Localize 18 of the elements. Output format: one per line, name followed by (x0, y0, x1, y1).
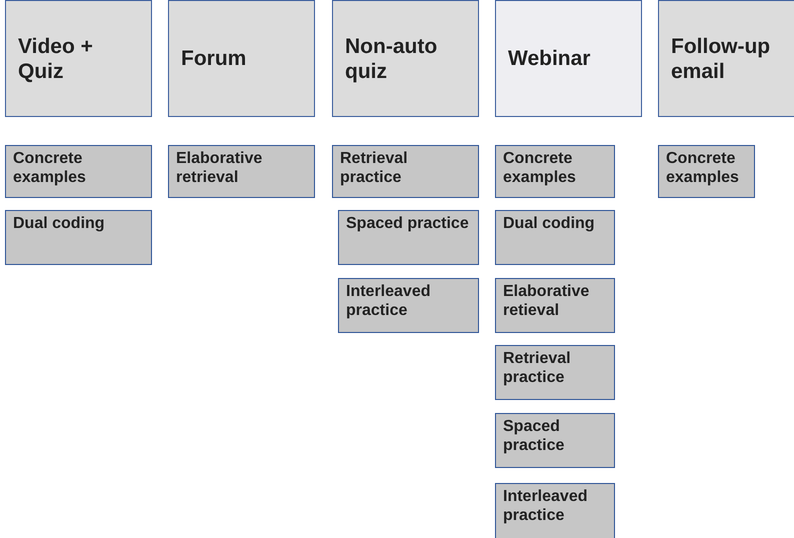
technique-box: Dual coding (5, 210, 152, 265)
technique-box: Concrete examples (495, 145, 615, 198)
technique-box: Spaced practice (338, 210, 479, 265)
activity-box: Video + Quiz (5, 0, 152, 117)
activity-box: Non-auto quiz (332, 0, 479, 117)
activity-box: Follow-up email (658, 0, 794, 117)
technique-box: Retrieval practice (495, 345, 615, 400)
technique-box: Concrete examples (658, 145, 755, 198)
technique-box: Elaborative retieval (495, 278, 615, 333)
technique-box: Elaborative retrieval (168, 145, 315, 198)
technique-box: Concrete examples (5, 145, 152, 198)
technique-box: Retrieval practice (332, 145, 479, 198)
activity-box: Forum (168, 0, 315, 117)
technique-box: Interleaved practice (338, 278, 479, 333)
technique-box: Dual coding (495, 210, 615, 265)
technique-box: Interleaved practice (495, 483, 615, 538)
technique-box: Spaced practice (495, 413, 615, 468)
activity-box: Webinar (495, 0, 642, 117)
